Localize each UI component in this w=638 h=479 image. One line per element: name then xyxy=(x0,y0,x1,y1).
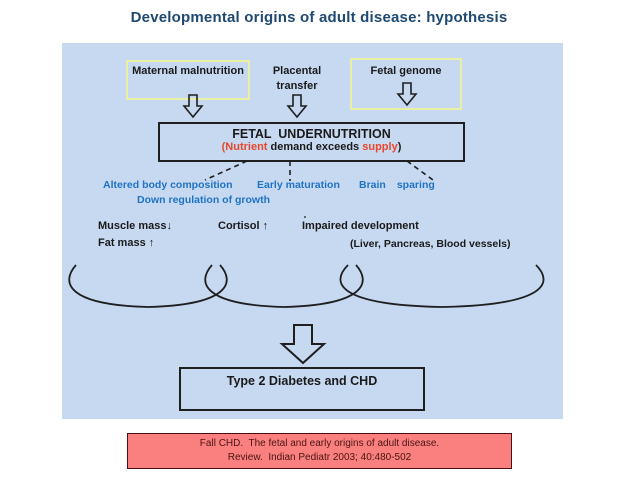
mechanism-altered-body-composition: Altered body composition xyxy=(103,179,233,191)
grouping-arc-left xyxy=(68,264,228,308)
cause-label-maternal: Maternal malnutrition xyxy=(132,65,244,77)
mechanism-brain: Brain xyxy=(359,179,386,191)
subtitle-red-nutrient: (Nutrient xyxy=(221,141,268,153)
mechanism-brain-sparing: Brain sparing xyxy=(359,179,435,191)
cause-label-placental-transfer: Placental transfer xyxy=(252,64,342,94)
outcome-impaired-development: Impaired development xyxy=(302,220,419,232)
cause-label-placental-text: Placental transfer xyxy=(272,65,322,92)
outcome-fat-mass: Fat mass ↑ xyxy=(98,237,155,249)
outcome-muscle-mass: Muscle mass↓ xyxy=(98,220,172,232)
grouping-arc-right xyxy=(339,264,545,308)
slide-title: Developmental origins of adult disease: … xyxy=(130,9,508,26)
stray-dot xyxy=(304,216,306,218)
outcome-organs: (Liver, Pancreas, Blood vessels) xyxy=(350,238,511,250)
fetal-undernutrition-box: FETAL UNDERNUTRITION (Nutrient demand ex… xyxy=(158,122,465,162)
result-box-type2-diabetes-chd: Type 2 Diabetes and CHD xyxy=(179,367,425,411)
cause-box-fetal-genome: Fetal genome xyxy=(350,58,462,110)
big-down-arrow-icon xyxy=(279,324,327,365)
diagram-panel: Maternal malnutrition Placental transfer… xyxy=(62,43,563,419)
cause-box-maternal-malnutrition: Maternal malnutrition xyxy=(126,60,250,100)
outcome-cortisol: Cortisol ↑ xyxy=(218,220,269,232)
citation-line2: Review. Indian Pediatr 2003; 40:480-502 xyxy=(227,452,412,463)
dashed-connector-left xyxy=(204,160,248,181)
subtitle-close-paren: ) xyxy=(397,141,402,153)
mechanism-sparing: sparing xyxy=(396,179,435,191)
subtitle-red-supply: supply xyxy=(362,141,398,153)
subtitle-black-mid: demand exceeds xyxy=(267,141,363,153)
citation-box: Fall CHD. The fetal and early origins of… xyxy=(127,433,512,469)
fetal-undernutrition-subtitle: (Nutrient demand exceeds supply) xyxy=(160,141,463,153)
grouping-arc-middle xyxy=(204,264,364,308)
dashed-connector-right xyxy=(406,160,434,181)
fetal-undernutrition-title: FETAL UNDERNUTRITION xyxy=(232,127,391,141)
mechanism-down-regulation: Down regulation of growth xyxy=(137,194,270,206)
mechanism-early-maturation: Early maturation xyxy=(257,179,340,191)
down-arrow-placental-icon xyxy=(286,94,308,119)
citation-line1: Fall CHD. The fetal and early origins of… xyxy=(199,438,440,449)
result-label: Type 2 Diabetes and CHD xyxy=(226,374,378,388)
cause-label-fetal-genome: Fetal genome xyxy=(370,65,442,77)
